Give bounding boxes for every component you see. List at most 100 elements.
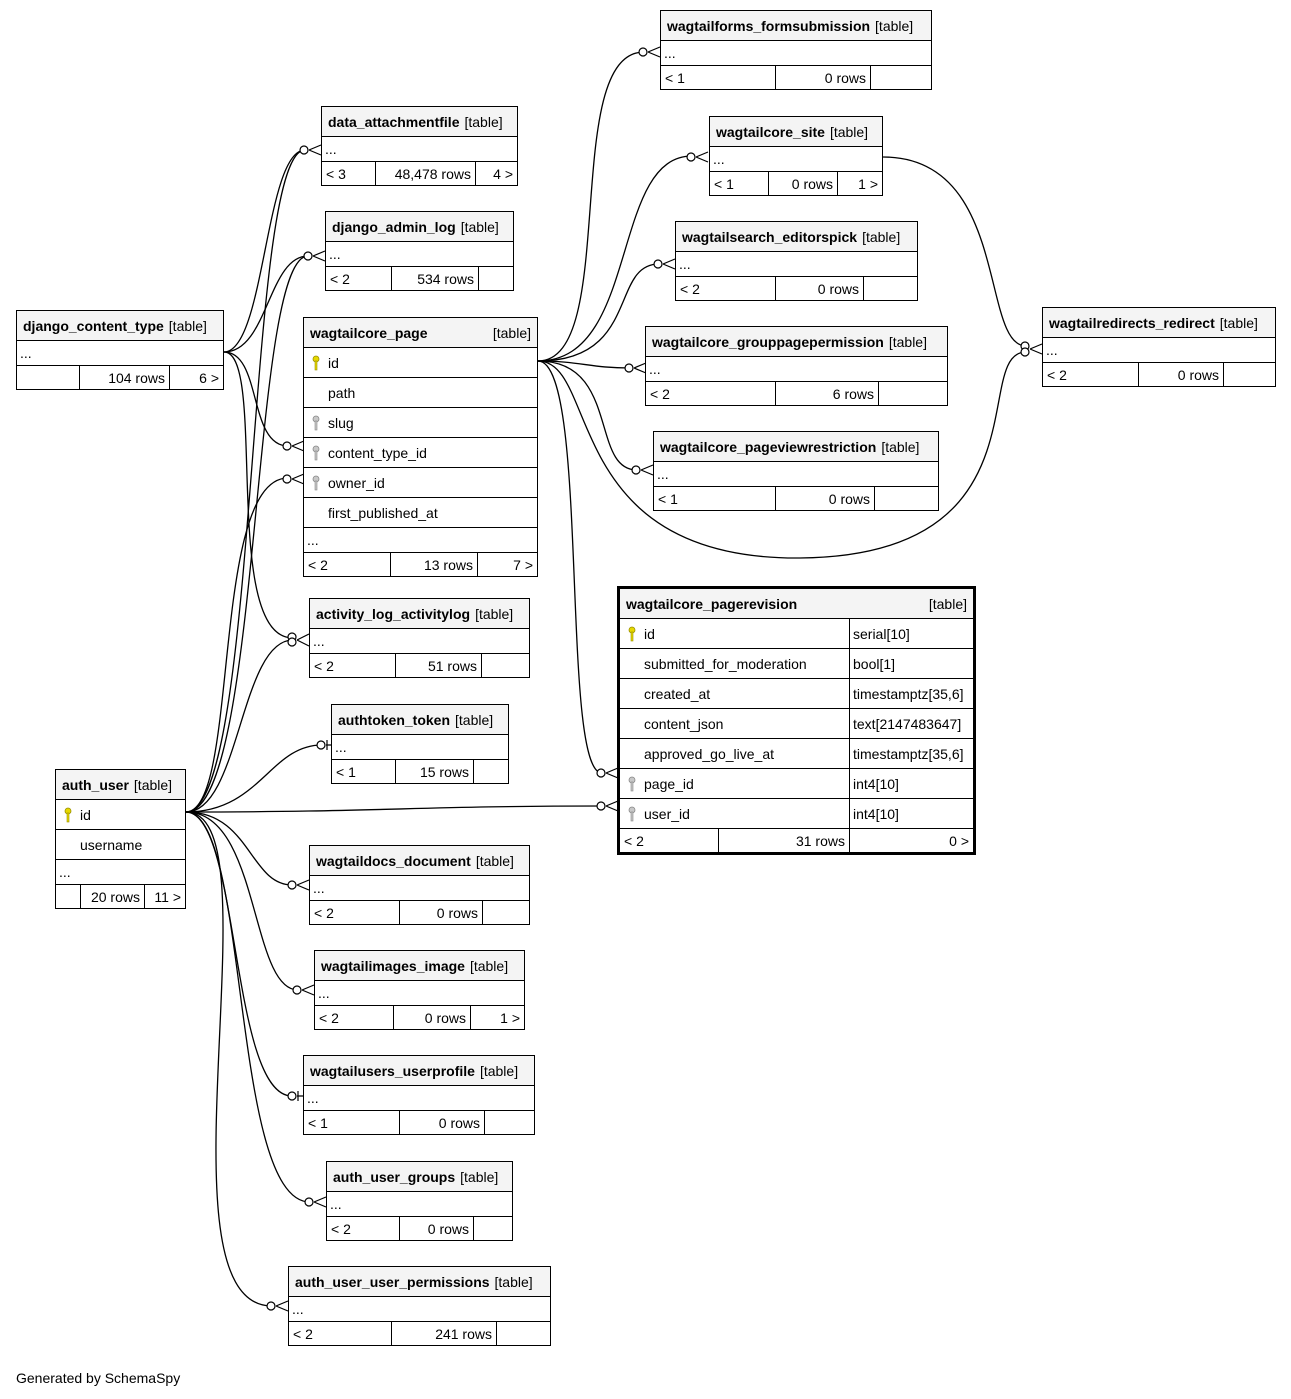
row-count: 0 rows xyxy=(769,172,838,195)
parents-count: < 2 xyxy=(289,1322,392,1345)
crowfoot xyxy=(291,440,305,452)
crowfoot xyxy=(640,464,654,476)
row-count: 0 rows xyxy=(776,66,871,89)
row-count: 20 rows xyxy=(81,885,145,908)
table-type-label: [table] xyxy=(460,218,499,235)
endpoint-circle xyxy=(282,441,292,451)
columns-ellipsis: ... xyxy=(654,462,938,487)
parents-count: < 2 xyxy=(646,382,776,405)
table-name: wagtaildocs_document xyxy=(316,852,471,869)
one-bar xyxy=(297,1091,303,1101)
endpoint-circle xyxy=(624,363,634,373)
endpoint-circle xyxy=(304,1197,314,1207)
table-wagtailforms-formsubmission[interactable]: wagtailforms_formsubmission[table] ... <… xyxy=(660,10,932,90)
crowfoot xyxy=(312,250,326,262)
primary-key-icon xyxy=(56,807,80,823)
columns-ellipsis: ... xyxy=(327,1192,512,1217)
children-count xyxy=(479,267,513,290)
foreign-key-icon xyxy=(620,806,644,822)
table-type-label: [table] xyxy=(875,17,914,34)
table-wagtailcore-pageviewrestriction[interactable]: wagtailcore_pageviewrestriction[table] .… xyxy=(653,431,939,511)
foreign-key-icon xyxy=(304,415,328,431)
columns-ellipsis: ... xyxy=(289,1297,550,1322)
table-wagtailcore-grouppagepermission[interactable]: wagtailcore_grouppagepermission[table] .… xyxy=(645,326,948,406)
table-wagtailsearch-editorspick[interactable]: wagtailsearch_editorspick[table] ... < 2… xyxy=(675,221,918,301)
column-row: owner_id xyxy=(304,468,537,498)
edge-user-attachment xyxy=(185,149,306,813)
parents-count: < 2 xyxy=(620,829,719,852)
table-type-label: [table] xyxy=(888,333,927,350)
table-wagtailredirects-redirect[interactable]: wagtailredirects_redirect[table] ... < 2… xyxy=(1042,307,1276,387)
table-name: wagtailredirects_redirect xyxy=(1049,314,1215,331)
table-type-label: [table] xyxy=(455,711,494,728)
children-count xyxy=(485,1111,534,1134)
row-count: 6 rows xyxy=(776,382,879,405)
columns-ellipsis: ... xyxy=(322,137,517,162)
columns-ellipsis: ... xyxy=(710,147,882,172)
columns-ellipsis: ... xyxy=(326,242,513,267)
row-count: 15 rows xyxy=(396,760,474,783)
columns-ellipsis: ... xyxy=(304,1086,534,1111)
children-count: 11 > xyxy=(154,888,181,905)
edge-contenttype-attachment xyxy=(223,149,306,353)
children-count xyxy=(474,760,508,783)
table-type-label: [table] xyxy=(464,113,503,130)
edge-user-images xyxy=(185,811,299,991)
foreign-key-icon xyxy=(620,776,644,792)
table-type-label: [table] xyxy=(881,438,920,455)
edge-user-groups xyxy=(185,811,311,1203)
table-name: auth_user xyxy=(62,776,129,793)
table-type-label: [table] xyxy=(1219,314,1258,331)
parents-count: < 2 xyxy=(315,1006,394,1029)
generated-by-caption: Generated by SchemaSpy xyxy=(16,1370,181,1386)
table-auth-user[interactable]: auth_user[table] id username ... 20 rows… xyxy=(55,769,186,909)
endpoint-circle xyxy=(316,740,326,750)
table-type-label: [table] xyxy=(168,317,207,334)
table-wagtailcore-page[interactable]: wagtailcore_page[table] id path slug con… xyxy=(303,317,538,577)
table-name: wagtailcore_site xyxy=(716,123,825,140)
edge-page-viewrestriction xyxy=(537,360,638,471)
children-count xyxy=(483,901,529,924)
crowfoot xyxy=(633,362,647,374)
columns-ellipsis: ... xyxy=(332,735,508,760)
row-count: 0 rows xyxy=(394,1006,471,1029)
column-row: first_published_at xyxy=(304,498,537,528)
edge-site-redirect xyxy=(882,156,1027,347)
columns-ellipsis: ... xyxy=(56,860,185,885)
endpoint-circle xyxy=(282,474,292,484)
row-count: 0 rows xyxy=(1139,363,1224,386)
crowfoot xyxy=(1029,343,1043,355)
column-row: id xyxy=(56,800,185,830)
children-count xyxy=(474,1217,512,1240)
row-count: 31 rows xyxy=(719,829,850,852)
primary-key-icon xyxy=(620,626,644,642)
table-type-label: [table] xyxy=(475,605,514,622)
column-row: id xyxy=(304,348,537,378)
crowfoot xyxy=(275,1300,289,1312)
parents-count: < 1 xyxy=(304,1111,400,1134)
children-count: 1 > xyxy=(858,175,878,192)
children-count xyxy=(497,1322,550,1345)
children-count xyxy=(871,66,931,89)
parents-count: < 1 xyxy=(710,172,769,195)
one-bar xyxy=(326,740,331,750)
table-auth-user-user-permissions[interactable]: auth_user_user_permissions[table] ... < … xyxy=(288,1266,551,1346)
table-name: auth_user_user_permissions xyxy=(295,1273,490,1290)
